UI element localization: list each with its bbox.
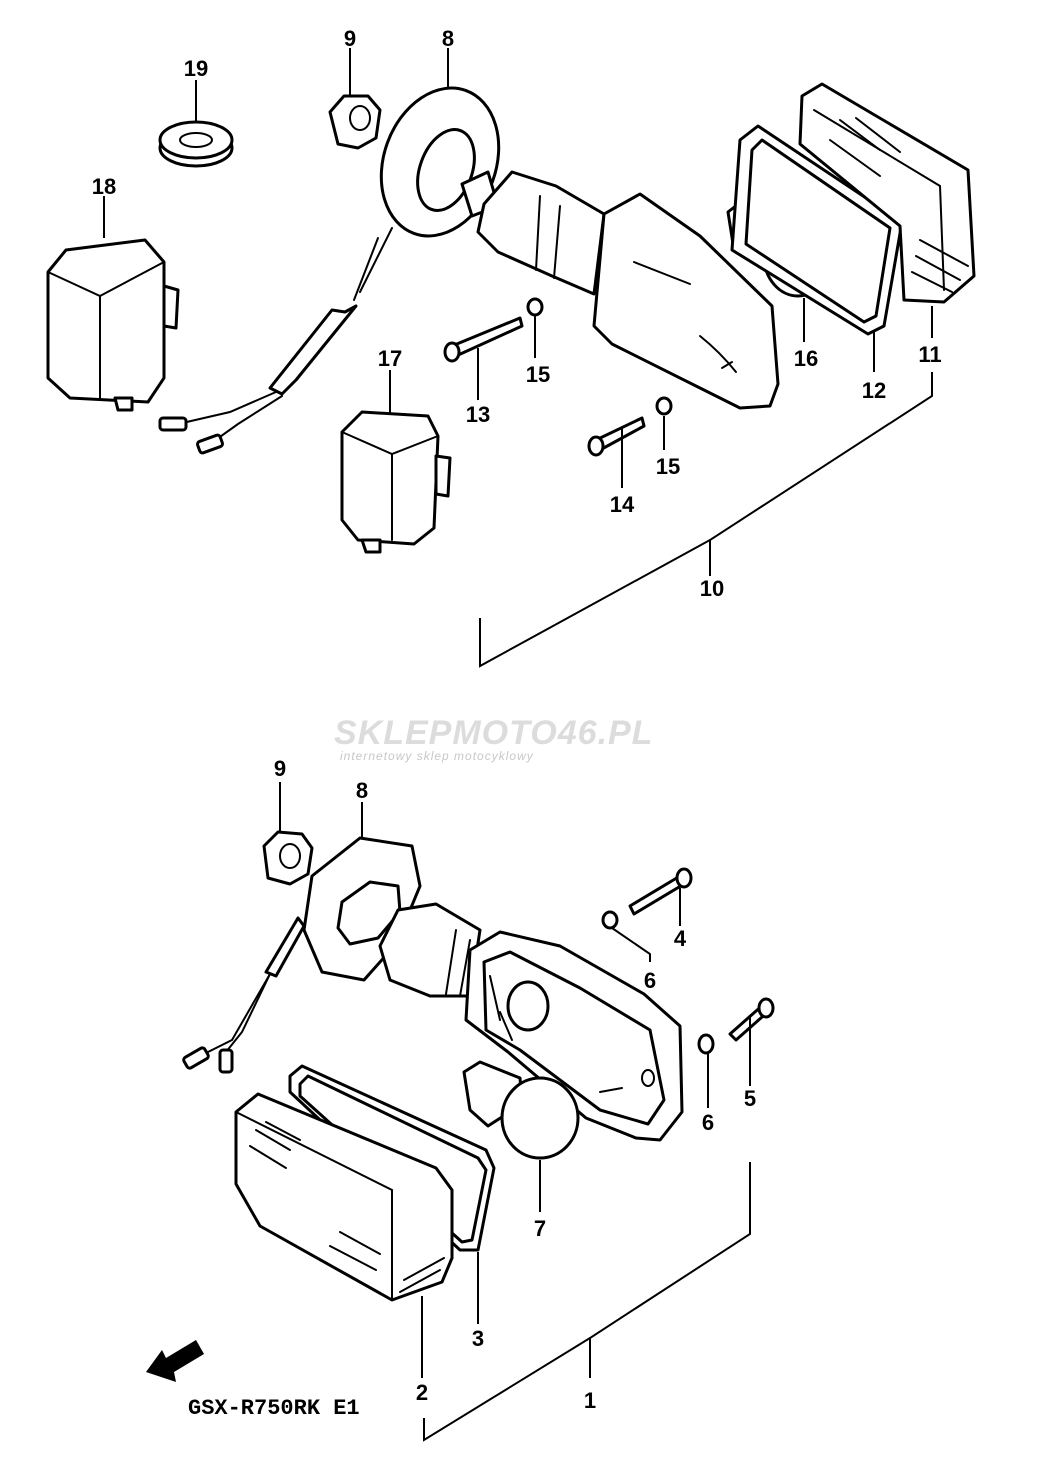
bottom-leader-lines (279, 782, 751, 1442)
callout-12: 12 (862, 378, 886, 403)
callout-13: 13 (466, 402, 490, 427)
callout-17: 17 (378, 346, 402, 371)
callout-2: 2 (416, 1380, 428, 1405)
watermark-tagline: internetowy sklep motocyklowy (340, 749, 534, 763)
part-6-washer-a (601, 910, 619, 930)
part-10-turn-signal-housing-top (460, 170, 780, 410)
part-18-relay (46, 238, 180, 412)
part-4-screw (628, 867, 693, 916)
callout-labels-bottom: 9 8 4 6 5 6 7 3 2 1 (274, 756, 756, 1413)
top-leader-lines (103, 48, 933, 668)
part-17-relay (340, 410, 452, 554)
part-7-bulb (462, 1060, 580, 1160)
callout-6-a: 6 (644, 968, 656, 993)
part-14-screw (587, 416, 646, 457)
callout-8-top: 8 (442, 26, 454, 51)
front-direction-arrow-icon (146, 1340, 204, 1382)
model-code: GSX-R750RK E1 (188, 1396, 360, 1421)
watermark-brand-number: 46 (557, 714, 598, 752)
callout-1: 1 (584, 1388, 596, 1413)
callout-3: 3 (472, 1326, 484, 1351)
part-2-lens (234, 1092, 454, 1302)
callout-15-a: 15 (526, 362, 550, 387)
wire-harness-bottom (182, 916, 306, 1074)
part-15-washer-a (526, 297, 544, 317)
callout-8-bottom: 8 (356, 778, 368, 803)
callout-9-bottom: 9 (274, 756, 286, 781)
part-15-washer-b (655, 396, 673, 416)
part-11-lens (798, 82, 976, 304)
callout-4: 4 (674, 926, 687, 951)
watermark-brand-prefix: SKLEPMOTO (334, 714, 558, 752)
watermark-brand-suffix: .PL (598, 714, 654, 752)
callout-11: 11 (918, 342, 941, 367)
part-9-nut-bottom (262, 830, 314, 886)
part-5-screw (728, 997, 775, 1042)
part-12-lens-gasket (730, 124, 904, 336)
callout-10: 10 (700, 576, 724, 601)
callout-14: 14 (610, 492, 635, 517)
svg-text:SKLEPMOTO46.PL: SKLEPMOTO46.PL (334, 714, 653, 752)
callout-9-top: 9 (344, 26, 356, 51)
callout-16: 16 (794, 346, 818, 371)
part-1-turn-signal-housing-bottom (378, 902, 684, 1142)
callout-15-b: 15 (656, 454, 680, 479)
part-6-washer-b (697, 1033, 715, 1055)
callout-6-b: 6 (702, 1110, 714, 1135)
part-13-screw (443, 316, 524, 363)
callout-19: 19 (184, 56, 208, 81)
part-9-nut-top (328, 94, 382, 150)
callout-5: 5 (744, 1086, 756, 1111)
callout-18: 18 (92, 174, 116, 199)
watermark: SKLEPMOTO46.PL internetowy sklep motocyk… (334, 714, 653, 763)
part-19-grommet (158, 120, 234, 168)
callout-7: 7 (534, 1216, 546, 1241)
callout-labels-top: 19 9 8 18 17 13 15 15 14 16 12 11 10 (92, 26, 942, 601)
wire-harness-top (158, 227, 393, 455)
